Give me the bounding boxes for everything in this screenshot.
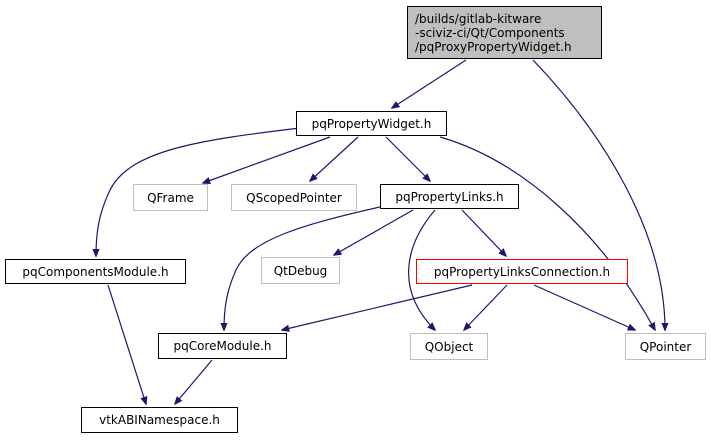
root-path-line-3: /pqProxyPropertyWidget.h [415, 39, 572, 54]
edge-pqPropertyLinks-to-QObject [408, 209, 435, 330]
node-QObject: QObject [410, 333, 488, 360]
edge-pqPropertyLinksConnection-to-QPointer [533, 284, 635, 330]
node-pqCoreModule[interactable]: pqCoreModule.h [158, 333, 287, 359]
node-pqComponentsModule[interactable]: pqComponentsModule.h [5, 259, 186, 284]
edge-root-to-pqPropertyWidget [392, 59, 467, 108]
node-label: QScopedPointer [246, 190, 342, 205]
edge-pqPropertyWidget-to-QPointer [439, 136, 655, 330]
edge-pqPropertyLinks-to-QtDebug [334, 209, 414, 255]
node-label: pqPropertyWidget.h [311, 116, 432, 131]
node-QPointer: QPointer [625, 333, 706, 360]
node-QFrame: QFrame [133, 184, 208, 211]
edge-pqPropertyLinks-to-pqPropertyLinksConnection [461, 209, 506, 256]
node-label: pqPropertyLinksConnection.h [433, 264, 611, 279]
node-vtkABINamespace[interactable]: vtkABINamespace.h [81, 407, 238, 433]
edge-pqCoreModule-to-vtkABINamespace [175, 359, 213, 404]
node-label: pqComponentsModule.h [22, 264, 169, 279]
edge-pqPropertyWidget-to-pqComponentsModule [96, 127, 301, 256]
root-path-line-2: -sciviz-ci/Qt/Components [415, 25, 565, 40]
node-label: QPointer [639, 339, 692, 354]
node-label: pqCoreModule.h [173, 339, 272, 353]
edge-pqPropertyLinksConnection-to-pqCoreModule [282, 284, 473, 330]
node-label: vtkABINamespace.h [99, 413, 220, 427]
node-label: QFrame [147, 190, 194, 205]
node-QScopedPointer: QScopedPointer [231, 184, 357, 211]
node-pqPropertyWidget[interactable]: pqPropertyWidget.h [296, 111, 447, 136]
edge-pqPropertyWidget-to-QScopedPointer [310, 136, 359, 181]
node-label: QObject [424, 339, 474, 354]
edge-pqPropertyWidget-to-QFrame [203, 136, 331, 183]
node-pqPropertyLinksConnection[interactable]: pqPropertyLinksConnection.h [416, 259, 628, 284]
node-label: QtDebug [273, 263, 328, 278]
edge-pqPropertyLinksConnection-to-QObject [464, 284, 508, 330]
edge-pqComponentsModule-to-vtkABINamespace [107, 284, 146, 404]
edge-pqPropertyWidget-to-pqPropertyLinks [385, 136, 430, 181]
node-pqPropertyLinks[interactable]: pqPropertyLinks.h [380, 184, 519, 209]
edge-pqPropertyLinks-to-pqCoreModule [224, 205, 385, 330]
root-path-line-1: /builds/gitlab-kitware [415, 11, 542, 26]
edge-root-to-QPointer [532, 59, 665, 330]
node-QtDebug: QtDebug [261, 257, 340, 284]
node-label: pqPropertyLinks.h [395, 189, 504, 204]
root-file-node[interactable]: /builds/gitlab-kitware -sciviz-ci/Qt/Com… [407, 6, 602, 59]
